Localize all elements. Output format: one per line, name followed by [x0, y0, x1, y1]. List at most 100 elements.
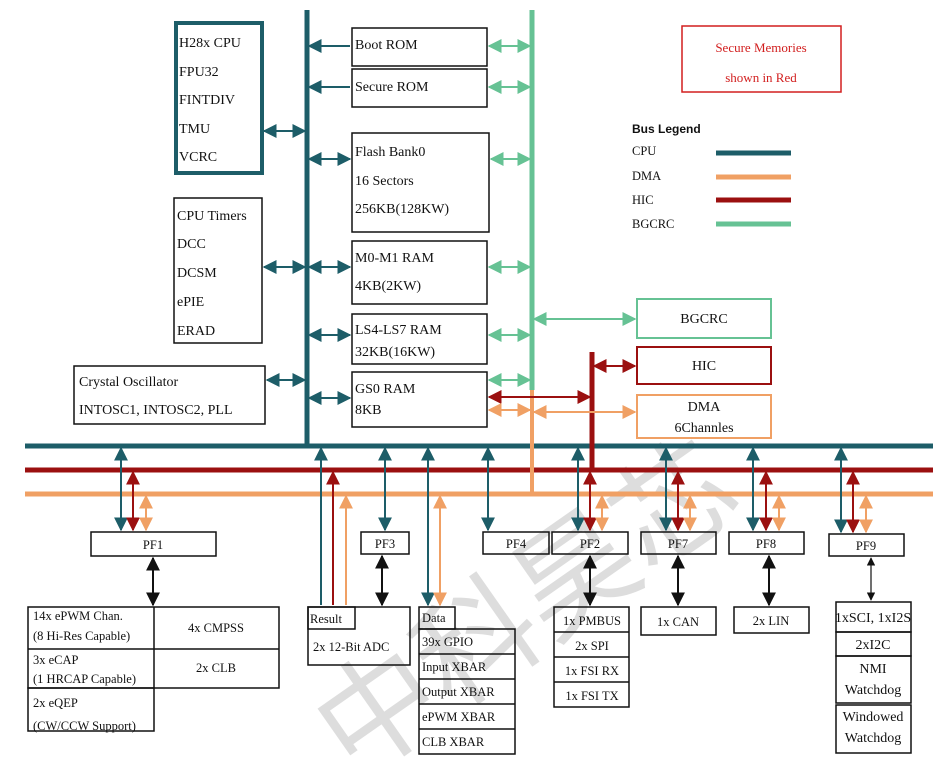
svg-text:Bus Legend: Bus Legend [632, 122, 701, 136]
pf2-bus-arrows [571, 446, 609, 607]
svg-text:FPU32: FPU32 [179, 65, 219, 80]
svg-text:1x FSI TX: 1x FSI TX [565, 689, 618, 703]
svg-text:PF7: PF7 [668, 537, 688, 551]
svg-text:PF8: PF8 [756, 537, 776, 551]
svg-text:DCSM: DCSM [177, 266, 217, 281]
svg-text:HIC: HIC [632, 193, 654, 207]
flash-bank-box: Flash Bank0 16 Sectors 256KB(128KW) [351, 132, 490, 233]
pf1-bus-arrows [114, 446, 160, 607]
svg-text:PF3: PF3 [375, 537, 395, 551]
pf2-peripheral-table: 1x PMBUS 2x SPI 1x FSI RX 1x FSI TX [553, 606, 630, 708]
can-box: 1x CAN [640, 606, 717, 636]
bgcrc-box: BGCRC [636, 298, 772, 339]
gpio-bus-arrows [421, 446, 447, 607]
svg-text:2x LIN: 2x LIN [753, 614, 789, 628]
pf9-box: PF9 [828, 533, 905, 557]
svg-text:GS0 RAM: GS0 RAM [355, 382, 416, 397]
svg-text:2x CLB: 2x CLB [196, 661, 236, 675]
svg-text:Input XBAR: Input XBAR [422, 660, 487, 674]
m0m1-ram-box: M0-M1 RAM 4KB(2KW) [351, 240, 488, 305]
svg-text:VCRC: VCRC [179, 150, 217, 165]
svg-text:DMA: DMA [632, 169, 661, 183]
svg-text:6Channles: 6Channles [674, 421, 733, 436]
adc-bus-arrows [314, 446, 353, 605]
svg-text:1x FSI RX: 1x FSI RX [565, 664, 619, 678]
pf4-box: PF4 [482, 531, 550, 555]
svg-text:Secure ROM: Secure ROM [355, 80, 429, 95]
memory-bgcrc-arrows [487, 39, 532, 387]
svg-text:shown in Red: shown in Red [725, 70, 797, 85]
gpio-table: Data 39x GPIO Input XBAR Output XBAR ePW… [418, 606, 516, 755]
svg-text:(1 HRCAP Capable): (1 HRCAP Capable) [33, 672, 136, 686]
adc-box: Result 2x 12-Bit ADC [307, 606, 411, 666]
pf1-peripheral-table: 14x ePWM Chan. (8 Hi-Res Capable) 3x eCA… [27, 606, 280, 733]
svg-text:BGCRC: BGCRC [632, 217, 674, 231]
dma-box: DMA 6Channles [636, 394, 772, 439]
svg-text:INTOSC1, INTOSC2, PLL: INTOSC1, INTOSC2, PLL [79, 403, 233, 418]
ls-ram-box: LS4-LS7 RAM 32KB(16KW) [351, 313, 488, 365]
svg-text:ePWM XBAR: ePWM XBAR [422, 710, 496, 724]
svg-text:3x eCAP: 3x eCAP [33, 653, 79, 667]
svg-text:FINTDIV: FINTDIV [179, 93, 235, 108]
svg-text:Windowed: Windowed [843, 710, 904, 725]
pf9-bus-arrows [834, 446, 876, 601]
svg-text:Crystal Oscillator: Crystal Oscillator [79, 375, 178, 390]
pf3-arrows [375, 446, 392, 607]
svg-text:PF1: PF1 [143, 538, 163, 552]
svg-text:Secure Memories: Secure Memories [715, 40, 806, 55]
svg-text:(CW/CCW Support): (CW/CCW Support) [33, 719, 136, 733]
svg-text:PF9: PF9 [856, 539, 876, 553]
svg-text:32KB(16KW): 32KB(16KW) [355, 345, 435, 360]
svg-text:14x ePWM Chan.: 14x ePWM Chan. [33, 609, 123, 623]
svg-text:BGCRC: BGCRC [680, 312, 727, 327]
secure-rom-box: Secure ROM [351, 68, 488, 108]
svg-text:LS4-LS7 RAM: LS4-LS7 RAM [355, 323, 442, 338]
svg-text:ERAD: ERAD [177, 324, 215, 339]
svg-text:Result: Result [310, 612, 342, 626]
pf9-peripheral-stack: 1xSCI, 1xI2S 2xI2C NMI Watchdog Windowed… [835, 601, 912, 754]
svg-text:ePIE: ePIE [177, 295, 204, 310]
svg-text:PF4: PF4 [506, 537, 527, 551]
lin-box: 2x LIN [733, 606, 810, 634]
svg-text:2x 12-Bit ADC: 2x 12-Bit ADC [313, 640, 389, 654]
pf8-box: PF8 [728, 531, 805, 555]
bus-legend: Bus Legend CPU DMA HIC BGCRC [632, 122, 791, 231]
pf2-box: PF2 [551, 531, 629, 555]
svg-text:M0-M1 RAM: M0-M1 RAM [355, 251, 435, 266]
pf7-bus-arrows [659, 446, 697, 607]
svg-text:1xSCI, 1xI2S: 1xSCI, 1xI2S [835, 611, 911, 626]
svg-text:4x CMPSS: 4x CMPSS [188, 621, 244, 635]
svg-text:Watchdog: Watchdog [845, 683, 901, 698]
svg-text:CPU Timers: CPU Timers [177, 209, 247, 224]
svg-text:2xI2C: 2xI2C [856, 638, 891, 653]
svg-text:Boot ROM: Boot ROM [355, 38, 418, 53]
svg-text:DCC: DCC [177, 237, 206, 252]
svg-text:Output XBAR: Output XBAR [422, 685, 495, 699]
hic-box: HIC [636, 346, 772, 385]
svg-text:1x PMBUS: 1x PMBUS [563, 614, 621, 628]
svg-text:Watchdog: Watchdog [845, 731, 901, 746]
pf1-box: PF1 [90, 531, 217, 557]
memory-cpu-arrows [307, 39, 352, 405]
svg-text:8KB: 8KB [355, 403, 381, 418]
svg-text:4KB(2KW): 4KB(2KW) [355, 279, 421, 294]
svg-text:HIC: HIC [692, 359, 716, 374]
pf3-box: PF3 [360, 531, 410, 555]
cpu-box: H28x CPU FPU32 FINTDIV TMU VCRC [174, 21, 264, 175]
pf8-bus-arrows [746, 446, 786, 607]
svg-text:39x GPIO: 39x GPIO [422, 635, 473, 649]
svg-text:DMA: DMA [688, 400, 722, 415]
svg-text:2x eQEP: 2x eQEP [33, 696, 78, 710]
cpu-peripherals-box: CPU Timers DCC DCSM ePIE ERAD [173, 197, 263, 344]
svg-text:256KB(128KW): 256KB(128KW) [355, 202, 449, 217]
svg-text:CLB XBAR: CLB XBAR [422, 735, 485, 749]
svg-text:TMU: TMU [179, 122, 210, 137]
svg-text:Flash Bank0: Flash Bank0 [355, 145, 425, 160]
svg-text:(8 Hi-Res Capable): (8 Hi-Res Capable) [33, 629, 130, 643]
svg-text:16 Sectors: 16 Sectors [355, 174, 414, 189]
svg-text:NMI: NMI [859, 662, 887, 677]
oscillator-box: Crystal Oscillator INTOSC1, INTOSC2, PLL [73, 365, 266, 425]
pf7-box: PF7 [640, 531, 717, 555]
svg-text:CPU: CPU [632, 144, 656, 158]
svg-text:2x SPI: 2x SPI [575, 639, 609, 653]
